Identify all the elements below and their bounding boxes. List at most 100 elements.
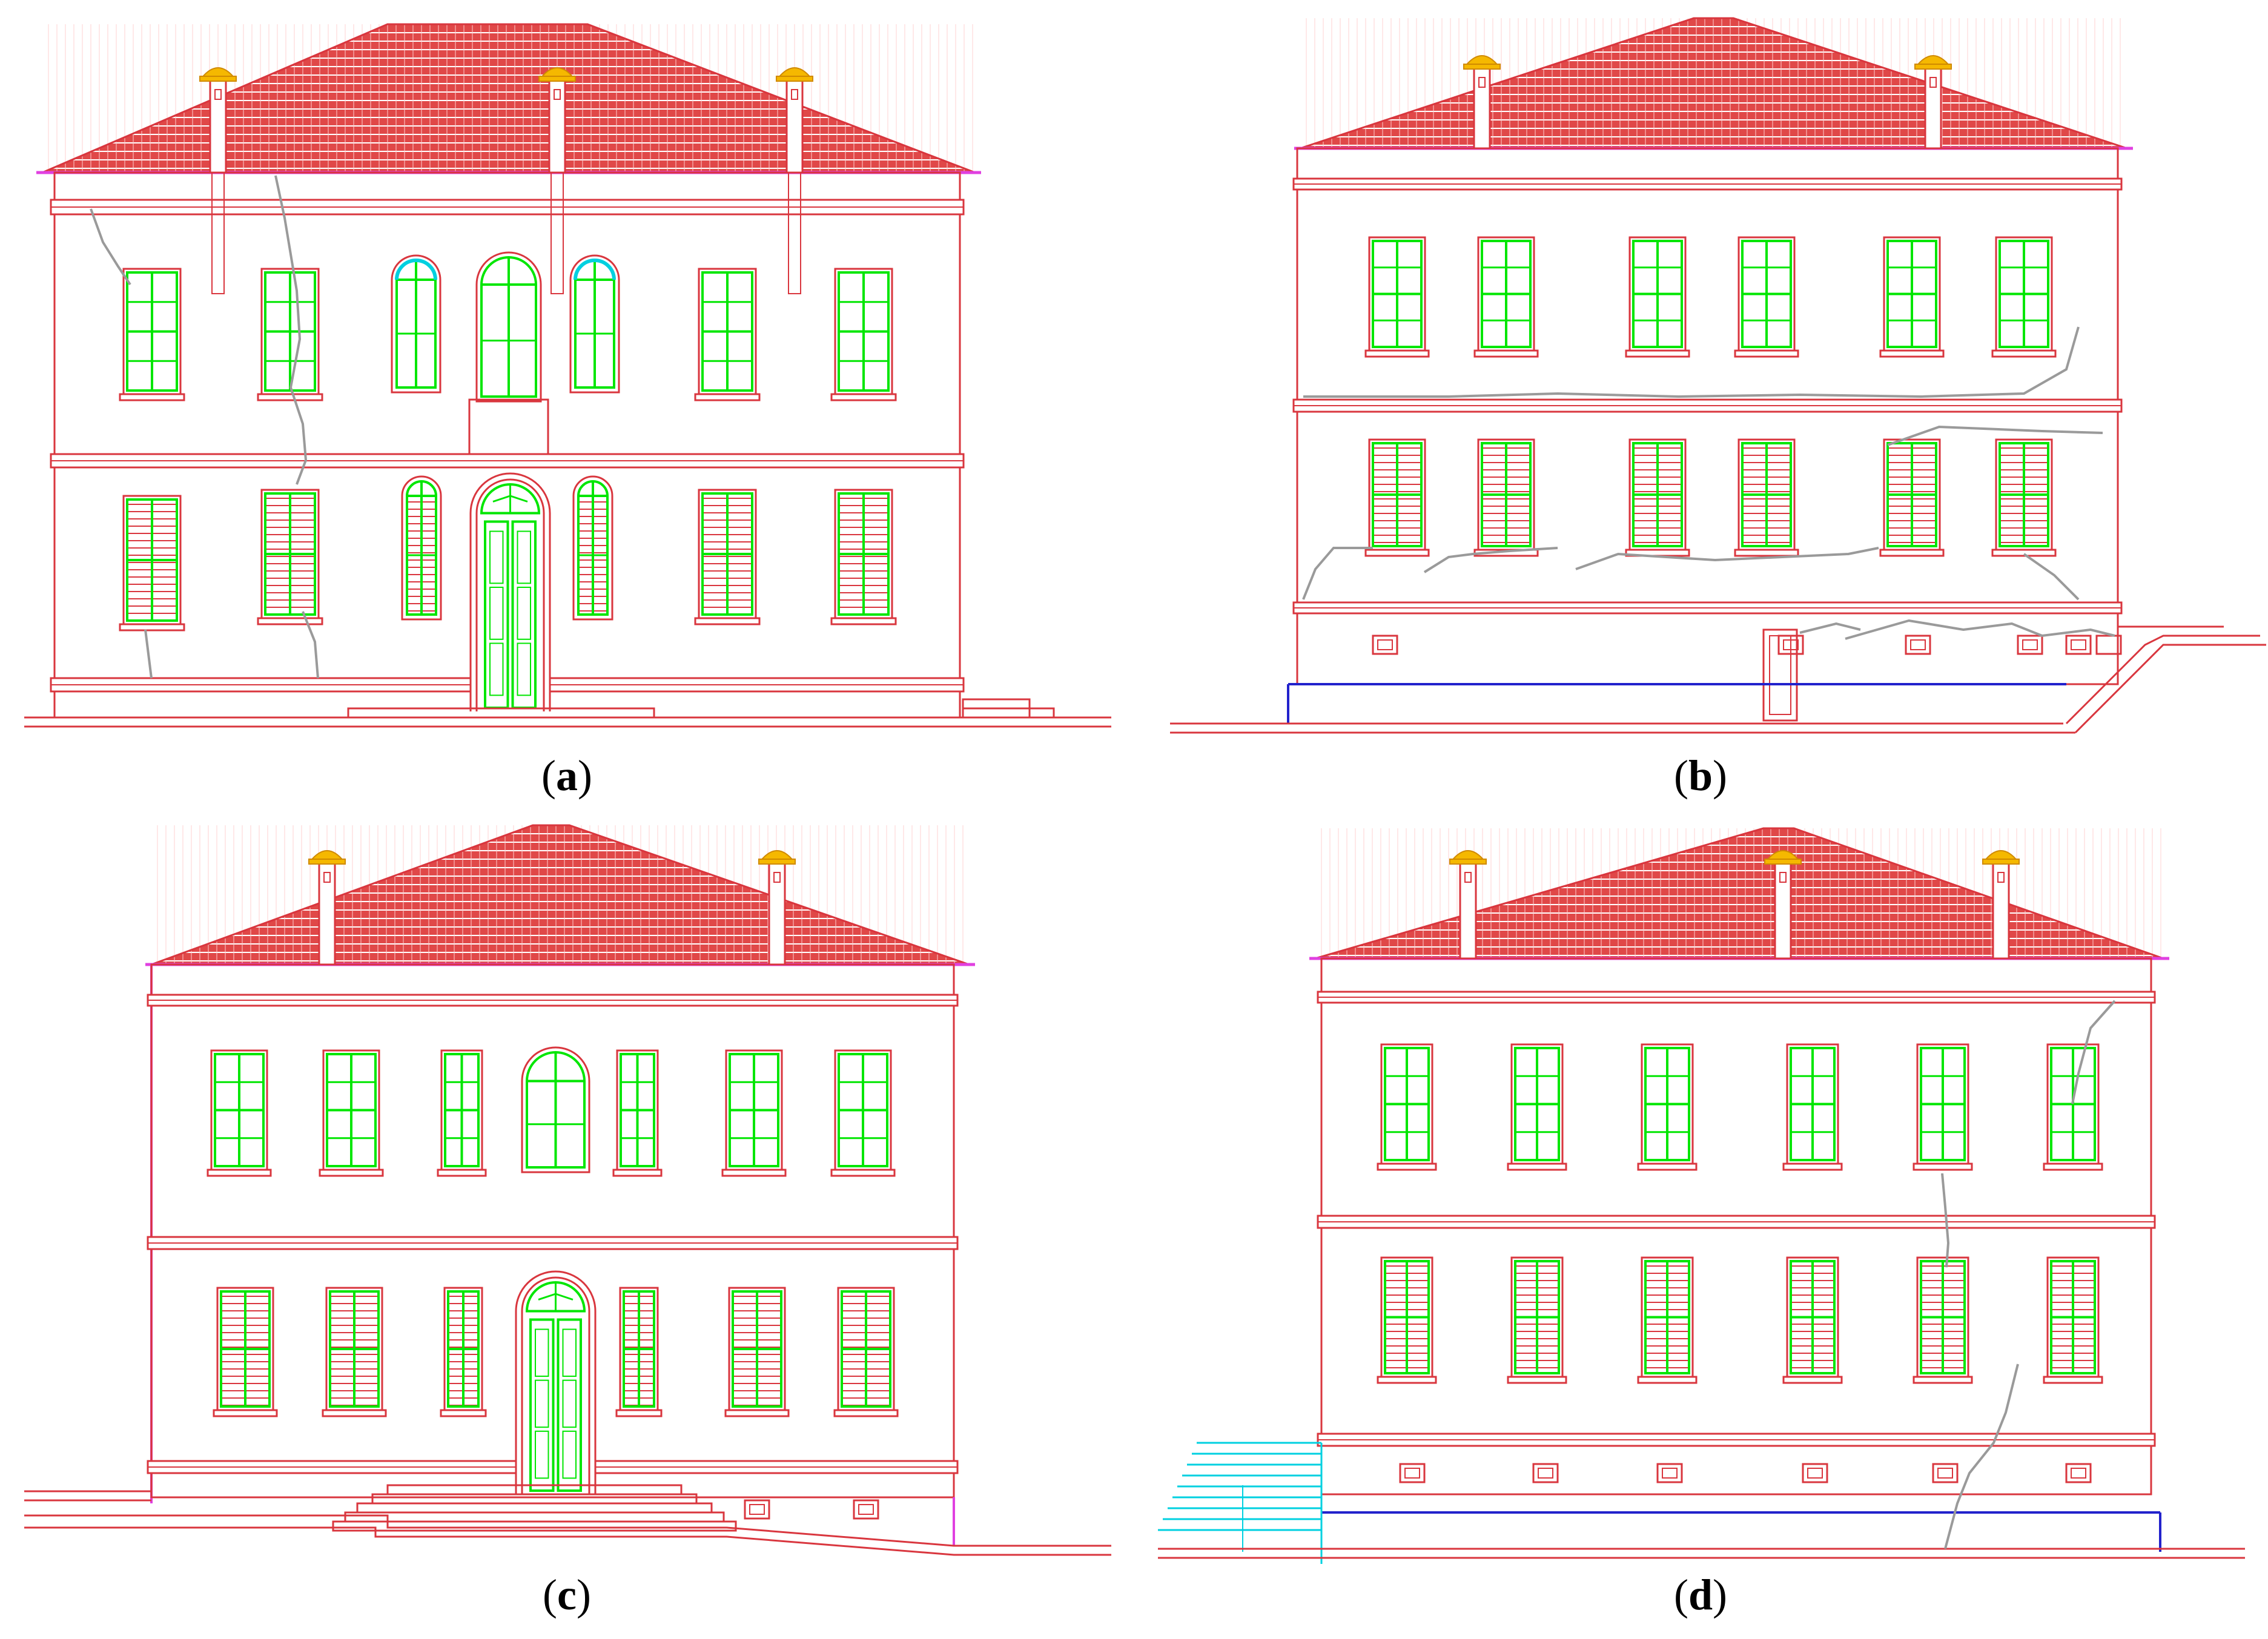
crack-line bbox=[1423, 547, 1558, 573]
caption-d: (d) bbox=[1673, 1571, 1727, 1619]
panel-c: (c) bbox=[0, 819, 1134, 1638]
window-sill bbox=[1377, 1376, 1437, 1384]
chimney-cap-base bbox=[1463, 64, 1501, 70]
crack-line bbox=[1575, 547, 1879, 570]
crack-line bbox=[2023, 553, 2080, 601]
basement-vent bbox=[1656, 1463, 1683, 1483]
chimney bbox=[1992, 860, 2010, 960]
window-sill bbox=[1625, 349, 1690, 358]
basement-vent-inner bbox=[1662, 1468, 1678, 1479]
basement-door bbox=[1762, 628, 1798, 722]
chimney-cap-base bbox=[1449, 859, 1487, 865]
basement-vent-inner bbox=[749, 1504, 765, 1515]
door-panel bbox=[562, 1328, 577, 1377]
fanlight-bar bbox=[555, 1293, 574, 1301]
window-sill bbox=[1782, 1162, 1843, 1171]
crack-line bbox=[144, 629, 153, 679]
door-panel bbox=[535, 1328, 549, 1377]
basement-vent-inner bbox=[1404, 1468, 1420, 1479]
basement-door-inner bbox=[1769, 635, 1791, 715]
door-leaf bbox=[529, 1318, 555, 1492]
door-panel bbox=[489, 530, 504, 584]
elevation-b bbox=[1170, 17, 2266, 734]
window-sill bbox=[1364, 549, 1430, 557]
chimney-cap-base bbox=[776, 76, 813, 82]
window-sill bbox=[830, 617, 897, 625]
elevation-d bbox=[1158, 827, 2245, 1564]
door-fanlight bbox=[480, 483, 541, 515]
basement-vent-inner bbox=[858, 1504, 874, 1515]
window-sill bbox=[1991, 349, 2057, 358]
chimney-cap-base bbox=[308, 859, 346, 865]
window-sill bbox=[615, 1409, 663, 1417]
basement-vent-inner bbox=[2022, 639, 2038, 650]
window-sill bbox=[833, 1409, 899, 1417]
door-panel bbox=[535, 1379, 549, 1428]
rear-step bbox=[332, 1520, 737, 1532]
window-sill bbox=[830, 393, 897, 401]
window-sill bbox=[257, 393, 323, 401]
ground-line bbox=[24, 1514, 1111, 1547]
caption-c: (c) bbox=[543, 1571, 591, 1619]
chimney-cap-base bbox=[1914, 64, 1952, 70]
rear-step bbox=[356, 1502, 713, 1514]
window-sill bbox=[1734, 549, 1799, 557]
chimney bbox=[768, 860, 786, 966]
ground-line bbox=[24, 1526, 1111, 1556]
window-sill bbox=[1913, 1376, 1973, 1384]
crack-line bbox=[302, 611, 319, 679]
crack-line bbox=[1303, 326, 2080, 398]
chimney bbox=[548, 77, 566, 174]
chimney bbox=[1924, 65, 1942, 150]
basement-vent bbox=[744, 1499, 770, 1520]
chimney bbox=[1473, 65, 1491, 150]
rear-step bbox=[371, 1493, 698, 1505]
window-sill bbox=[830, 1169, 896, 1177]
crack-line bbox=[90, 208, 131, 286]
window-sill bbox=[1364, 349, 1430, 358]
balcony-panel bbox=[468, 398, 549, 455]
rear-step bbox=[344, 1511, 725, 1523]
window-sill bbox=[1734, 349, 1799, 358]
downpipe bbox=[788, 172, 801, 294]
basement-vent-inner bbox=[1937, 1468, 1953, 1479]
chimney bbox=[318, 860, 336, 966]
window-sill bbox=[1913, 1162, 1973, 1171]
caption-b: (b) bbox=[1673, 751, 1727, 800]
basement-vent-inner bbox=[2071, 639, 2086, 650]
chimney-vent bbox=[323, 872, 331, 883]
door-fanlight bbox=[525, 1281, 586, 1313]
window-sill bbox=[322, 1409, 387, 1417]
basement-vent bbox=[1932, 1463, 1959, 1483]
window-sill bbox=[1879, 549, 1945, 557]
door-frame bbox=[475, 478, 545, 711]
window-sill bbox=[1637, 1162, 1698, 1171]
chimney-vent bbox=[1779, 872, 1787, 883]
window-sill bbox=[1879, 349, 1945, 358]
arch-window-glass bbox=[526, 1051, 586, 1169]
roof bbox=[42, 23, 976, 174]
basement-vent bbox=[1399, 1463, 1426, 1483]
chimney-cap-base bbox=[538, 76, 576, 82]
fanlight-bar bbox=[510, 495, 528, 503]
window-sill bbox=[437, 1169, 487, 1177]
basement-vent-inner bbox=[1910, 639, 1926, 650]
door-panel bbox=[517, 642, 531, 696]
chimney-vent bbox=[773, 872, 781, 883]
crack-line bbox=[1302, 547, 1373, 600]
chimney-vent bbox=[214, 89, 222, 100]
window-sill bbox=[2043, 1162, 2103, 1171]
chimney-vent bbox=[1464, 872, 1472, 883]
caption-a: (a) bbox=[541, 751, 592, 800]
door-panel bbox=[489, 642, 504, 696]
crack-line bbox=[1887, 425, 2103, 446]
panel-b: (b) bbox=[1134, 0, 2267, 819]
basement-vent bbox=[1372, 635, 1398, 655]
window-sill bbox=[1473, 349, 1539, 358]
window-sill bbox=[207, 1169, 272, 1177]
crack-line bbox=[2071, 1000, 2116, 1104]
door-panel bbox=[489, 587, 504, 640]
basement-vent-inner bbox=[1807, 1468, 1823, 1479]
chimney-vent bbox=[1478, 77, 1486, 88]
basement-vent bbox=[1905, 635, 1931, 655]
